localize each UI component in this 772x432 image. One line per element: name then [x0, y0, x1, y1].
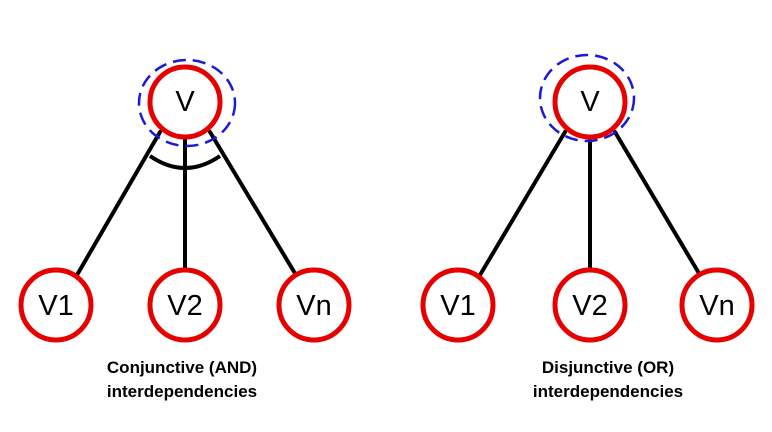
and-child-node-v1 [18, 267, 94, 343]
and-caption: Conjunctive (AND) interdependencies [32, 356, 332, 404]
and-edge-vn [208, 130, 298, 277]
or-edge-vn [613, 130, 702, 277]
or-child-label-v1: V1 [440, 290, 475, 322]
and-child-node-vn [276, 267, 352, 343]
and-child-node-v2 [147, 267, 223, 343]
or-parent-dashed-ring [538, 53, 636, 143]
or-child-node-vn [679, 267, 755, 343]
and-parent-label: V [175, 86, 195, 118]
or-caption-line2: interdependencies [532, 382, 684, 401]
and-diagram: V V1 V2 Vn [18, 58, 352, 343]
and-child-label-vn: Vn [296, 290, 331, 322]
and-edge-v1 [75, 130, 162, 277]
and-parent-dashed-ring [137, 58, 237, 148]
and-child-label-v1: V1 [38, 290, 73, 322]
or-parent-node [552, 64, 628, 140]
or-parent-label: V [580, 86, 600, 118]
and-parent-node [147, 64, 223, 140]
and-caption-line1: Conjunctive (AND) [106, 358, 258, 377]
or-caption: Disjunctive (OR) interdependencies [458, 356, 758, 404]
or-child-label-vn: Vn [699, 290, 734, 322]
and-child-label-v2: V2 [167, 290, 202, 322]
and-caption-line2: interdependencies [106, 382, 258, 401]
or-child-node-v1 [420, 267, 496, 343]
or-child-node-v2 [552, 267, 628, 343]
or-child-label-v2: V2 [572, 290, 607, 322]
or-diagram: V V1 V2 Vn [420, 53, 755, 343]
or-edge-v1 [478, 130, 567, 277]
and-arc [148, 154, 222, 170]
or-caption-line1: Disjunctive (OR) [541, 358, 675, 377]
